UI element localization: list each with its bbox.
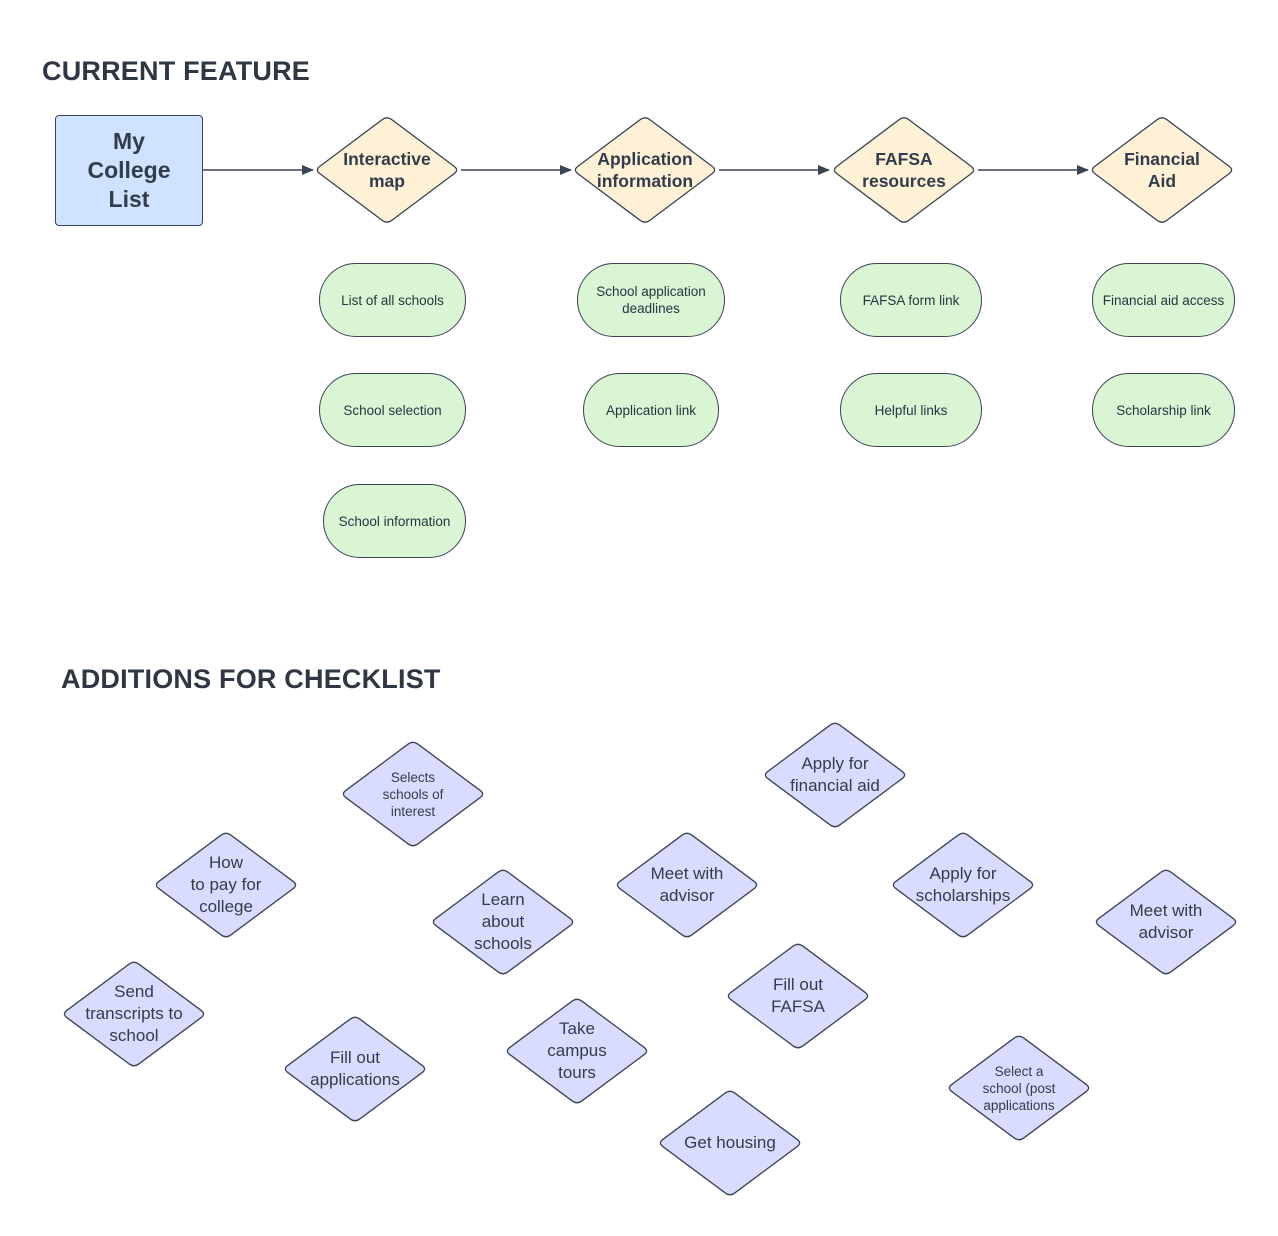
checklist-diamond-5[interactable] <box>892 832 1034 938</box>
checklist-diamond-9[interactable] <box>727 943 869 1049</box>
checklist-diamond-10[interactable] <box>284 1016 426 1122</box>
application-information-item-2[interactable]: Application link <box>583 373 719 447</box>
checklist-diamond-1[interactable] <box>342 741 484 847</box>
root-my-college-list[interactable]: My College List <box>55 115 203 226</box>
category-fafsa-resources-diamond[interactable] <box>833 117 975 223</box>
checklist-diamond-13[interactable] <box>659 1090 801 1196</box>
checklist-diamond-4[interactable] <box>616 832 758 938</box>
checklist-diamond-11[interactable] <box>506 998 648 1104</box>
interactive-map-item-1[interactable]: List of all schools <box>319 263 466 337</box>
fafsa-resources-item-1[interactable]: FAFSA form link <box>840 263 982 337</box>
application-information-item-1[interactable]: School application deadlines <box>577 263 725 337</box>
category-financial-aid-diamond[interactable] <box>1091 117 1233 223</box>
checklist-diamond-6[interactable] <box>432 869 574 975</box>
interactive-map-item-2[interactable]: School selection <box>319 373 466 447</box>
fafsa-resources-item-2[interactable]: Helpful links <box>840 373 982 447</box>
checklist-diamond-3[interactable] <box>155 832 297 938</box>
current-feature-heading: CURRENT FEATURE <box>42 56 310 86</box>
additions-heading: ADDITIONS FOR CHECKLIST <box>61 664 441 694</box>
checklist-diamond-12[interactable] <box>948 1035 1090 1141</box>
interactive-map-item-3[interactable]: School information <box>323 484 466 558</box>
financial-aid-item-2[interactable]: Scholarship link <box>1092 373 1235 447</box>
category-interactive-map-diamond[interactable] <box>316 117 458 223</box>
financial-aid-item-1[interactable]: Financial aid access <box>1092 263 1235 337</box>
checklist-diamond-2[interactable] <box>764 722 906 828</box>
category-application-information-diamond[interactable] <box>574 117 716 223</box>
checklist-diamond-8[interactable] <box>63 961 205 1067</box>
checklist-diamond-7[interactable] <box>1095 869 1237 975</box>
